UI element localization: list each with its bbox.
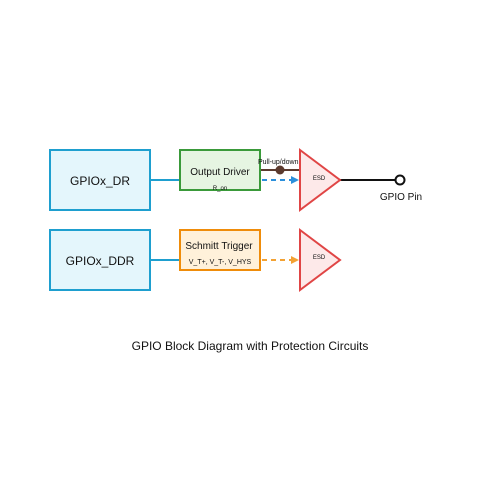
output-driver-label: Output Driver: [190, 167, 250, 178]
esd-bottom-label: ESD: [313, 255, 326, 261]
esd-bottom-triangle-buffer-icon: [299, 228, 342, 292]
schmitt-trigger-sublabel: V_T+, V_T-, V_HYS: [189, 259, 252, 266]
gpio-pin-label: GPIO Pin: [380, 192, 422, 203]
output-driver-sublabel: R_on: [213, 186, 227, 192]
output-driver-box: [179, 149, 261, 191]
schmitt-trigger-label: Schmitt Trigger: [185, 241, 253, 252]
register-dr-box: [49, 149, 151, 211]
pull-node-label: Pull-up/down: [258, 159, 299, 166]
esd-top-triangle-buffer-icon: [299, 148, 342, 212]
filled-dot-icon: [275, 165, 285, 175]
register-ddr-box: [49, 229, 151, 291]
register-ddr-label: GPIOx_DDR: [66, 254, 135, 268]
register-dr-label: GPIOx_DR: [70, 174, 130, 188]
open-circle-terminal-icon: [394, 174, 406, 186]
schmitt-trigger-box: [179, 229, 261, 271]
diagram-caption: GPIO Block Diagram with Protection Circu…: [132, 339, 369, 353]
esd-top-label: ESD: [313, 176, 326, 182]
